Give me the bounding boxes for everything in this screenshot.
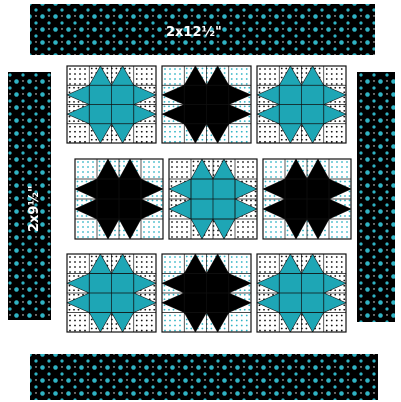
bottom-border-fabric [30,354,378,400]
left-border-strip: 2x9½" [8,72,51,320]
left-border-label: 2x9½" [27,185,42,232]
quilt-block-black-star [263,159,351,239]
quilt-block-black-star [75,159,163,239]
top-border-label: 2x12½" [166,25,222,40]
quilt-block-teal-star [67,254,156,332]
bottom-border-strip [30,354,378,400]
quilt-block-teal-star [257,254,346,332]
top-border-strip: 2x12½" [30,4,375,55]
quilt-block-teal-star [67,66,156,143]
quilt-block-black-star [162,66,251,143]
quilt-center [67,66,351,332]
quilt-block-teal-star [169,159,257,239]
quilt-block-black-star [162,254,251,332]
right-border-fabric [357,72,395,322]
right-border-strip [357,72,395,322]
quilt-block-teal-star [257,66,346,143]
